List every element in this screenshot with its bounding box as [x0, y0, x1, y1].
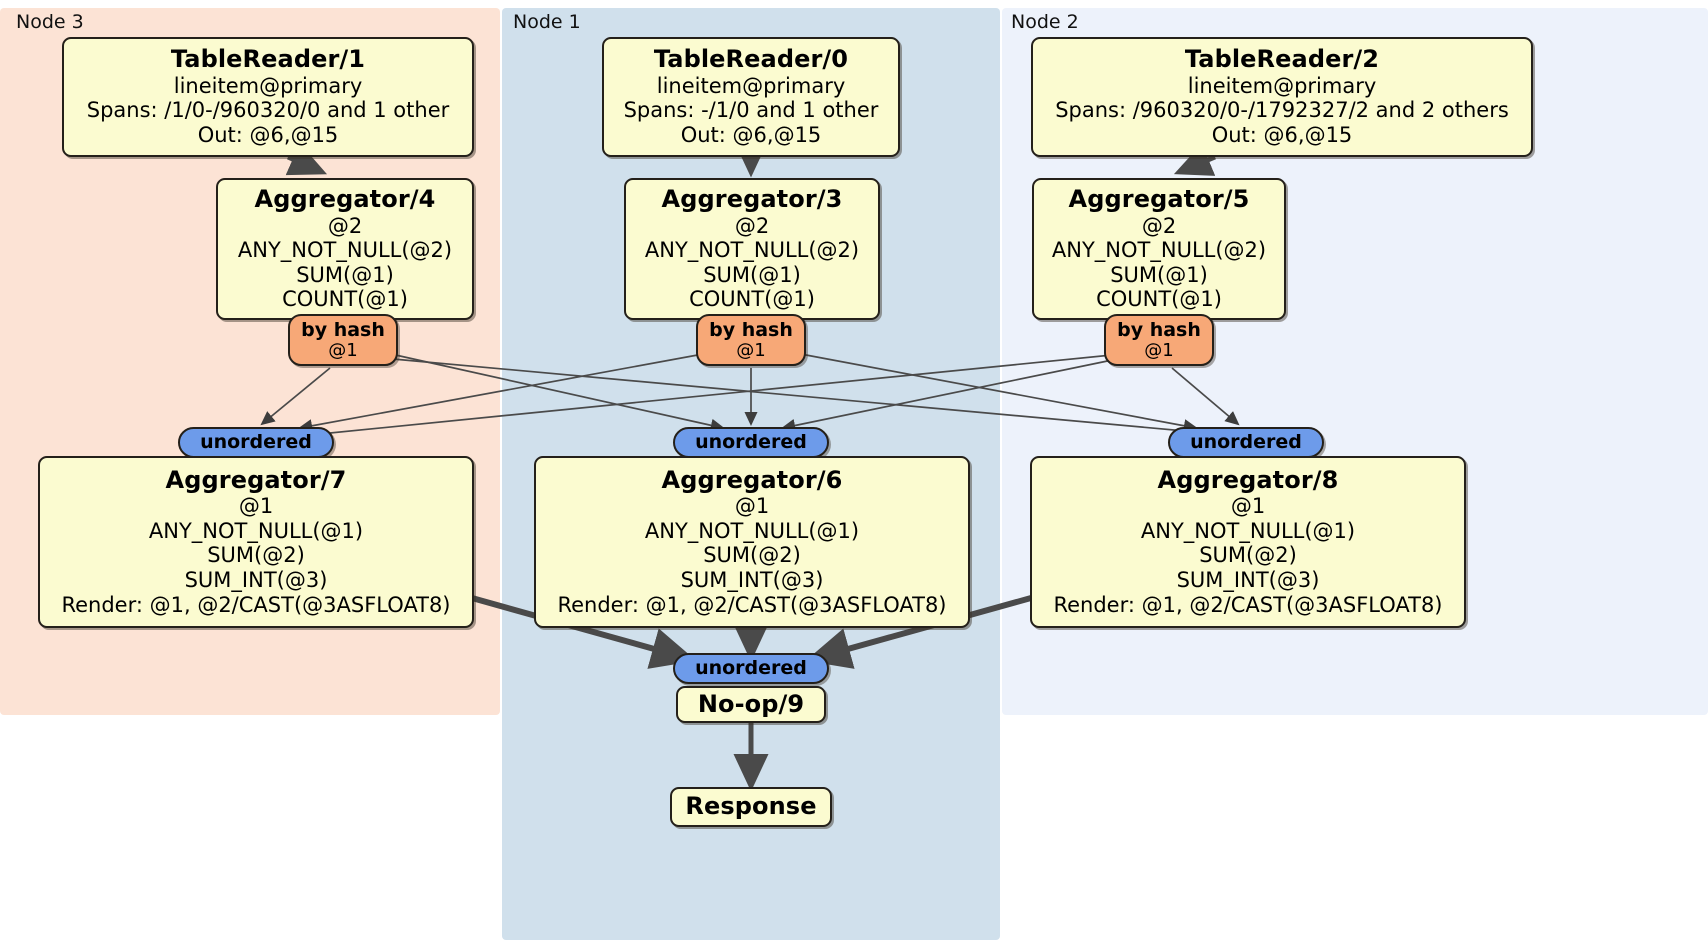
processor-line: SUM_INT(@3) [184, 567, 328, 592]
processor-line: Out: @6,@15 [1211, 122, 1353, 147]
processor-line: SUM(@1) [1110, 262, 1208, 287]
edge-tablereader-aggregator [285, 139, 1216, 178]
processor-tablereader-0[interactable]: TableReader/0 lineitem@primary Spans: -/… [602, 37, 900, 157]
processor-line: SUM(@1) [703, 262, 801, 287]
processor-line: @2 [1141, 213, 1177, 238]
processor-tablereader-2[interactable]: TableReader/2 lineitem@primary Spans: /9… [1031, 37, 1533, 157]
synchronizer-label: unordered [1190, 431, 1302, 453]
node-label-node2: Node 2 [1011, 11, 1079, 33]
processor-line: ANY_NOT_NULL(@1) [148, 518, 364, 543]
processor-aggregator-5[interactable]: Aggregator/5 @2 ANY_NOT_NULL(@2) SUM(@1)… [1032, 178, 1286, 320]
synchronizer-label: unordered [200, 431, 312, 453]
processor-aggregator-3[interactable]: Aggregator/3 @2 ANY_NOT_NULL(@2) SUM(@1)… [624, 178, 880, 320]
processor-title: Aggregator/7 [165, 465, 347, 494]
edge-aggregator-final [471, 595, 1032, 669]
processor-title: TableReader/2 [1184, 45, 1380, 74]
processor-line: SUM(@2) [1199, 543, 1297, 568]
processor-title: TableReader/0 [653, 45, 849, 74]
processor-line: Spans: /960320/0-/1792327/2 and 2 others [1055, 98, 1509, 123]
processor-line: COUNT(@1) [1096, 287, 1222, 312]
synchronizer-unordered-aggregator-8[interactable]: unordered [1168, 427, 1324, 458]
processor-line: Out: @6,@15 [197, 122, 339, 147]
processor-line: ANY_NOT_NULL(@1) [1140, 518, 1356, 543]
processor-line: Render: @1, @2/CAST(@3ASFLOAT8) [1053, 592, 1443, 617]
processor-title: Aggregator/6 [661, 465, 843, 494]
processor-title: Aggregator/3 [661, 185, 843, 214]
processor-line: SUM(@2) [703, 543, 801, 568]
router-kind: by hash [1117, 319, 1201, 342]
processor-title: Response [685, 792, 817, 821]
processor-aggregator-4[interactable]: Aggregator/4 @2 ANY_NOT_NULL(@2) SUM(@1)… [216, 178, 474, 320]
processor-title: Aggregator/8 [1157, 465, 1339, 494]
processor-line: SUM(@2) [207, 543, 305, 568]
router-column: @1 [328, 339, 358, 361]
router-by-hash-aggregator-4[interactable]: by hash @1 [288, 314, 398, 366]
processor-line: Render: @1, @2/CAST(@3ASFLOAT8) [557, 592, 947, 617]
processor-line: @2 [734, 213, 770, 238]
processor-line: COUNT(@1) [282, 287, 408, 312]
router-by-hash-aggregator-3[interactable]: by hash @1 [696, 314, 806, 366]
processor-noop-9[interactable]: No-op/9 [676, 686, 826, 723]
processor-line: @1 [1230, 494, 1266, 519]
processor-title: Aggregator/4 [254, 185, 436, 214]
processor-title: TableReader/1 [170, 45, 366, 74]
processor-line: @1 [238, 494, 274, 519]
synchronizer-unordered-aggregator-6[interactable]: unordered [673, 427, 829, 458]
processor-response[interactable]: Response [670, 787, 832, 827]
node-label-node1: Node 1 [513, 11, 581, 33]
processor-line: ANY_NOT_NULL(@1) [644, 518, 860, 543]
processor-line: Render: @1, @2/CAST(@3ASFLOAT8) [61, 592, 451, 617]
processor-title: Aggregator/5 [1068, 185, 1250, 214]
processor-line: lineitem@primary [656, 73, 846, 98]
processor-line: SUM_INT(@3) [680, 567, 824, 592]
processor-title: No-op/9 [697, 689, 805, 718]
router-column: @1 [736, 339, 766, 361]
processor-line: @2 [327, 213, 363, 238]
processor-line: lineitem@primary [173, 73, 363, 98]
router-column: @1 [1144, 339, 1174, 361]
processor-aggregator-8[interactable]: Aggregator/8 @1 ANY_NOT_NULL(@1) SUM(@2)… [1030, 456, 1466, 628]
processor-tablereader-1[interactable]: TableReader/1 lineitem@primary Spans: /1… [62, 37, 474, 157]
synchronizer-unordered-final[interactable]: unordered [673, 653, 829, 684]
processor-aggregator-7[interactable]: Aggregator/7 @1 ANY_NOT_NULL(@1) SUM(@2)… [38, 456, 474, 628]
processor-line: lineitem@primary [1187, 73, 1377, 98]
processor-line: ANY_NOT_NULL(@2) [237, 238, 453, 263]
router-kind: by hash [301, 319, 385, 342]
synchronizer-unordered-aggregator-7[interactable]: unordered [178, 427, 334, 458]
router-by-hash-aggregator-5[interactable]: by hash @1 [1104, 314, 1214, 366]
processor-line: ANY_NOT_NULL(@2) [1051, 238, 1267, 263]
node-label-node3: Node 3 [16, 11, 84, 33]
processor-line: @1 [734, 494, 770, 519]
processor-line: ANY_NOT_NULL(@2) [644, 238, 860, 263]
processor-line: Spans: -/1/0 and 1 other [623, 98, 879, 123]
processor-aggregator-6[interactable]: Aggregator/6 @1 ANY_NOT_NULL(@1) SUM(@2)… [534, 456, 970, 628]
router-kind: by hash [709, 319, 793, 342]
processor-line: COUNT(@1) [689, 287, 815, 312]
processor-line: SUM(@1) [296, 262, 394, 287]
processor-line: Out: @6,@15 [680, 122, 822, 147]
processor-line: Spans: /1/0-/960320/0 and 1 other [86, 98, 450, 123]
processor-line: SUM_INT(@3) [1176, 567, 1320, 592]
synchronizer-label: unordered [695, 657, 807, 679]
synchronizer-label: unordered [695, 431, 807, 453]
edge-crossbar [260, 351, 1240, 442]
